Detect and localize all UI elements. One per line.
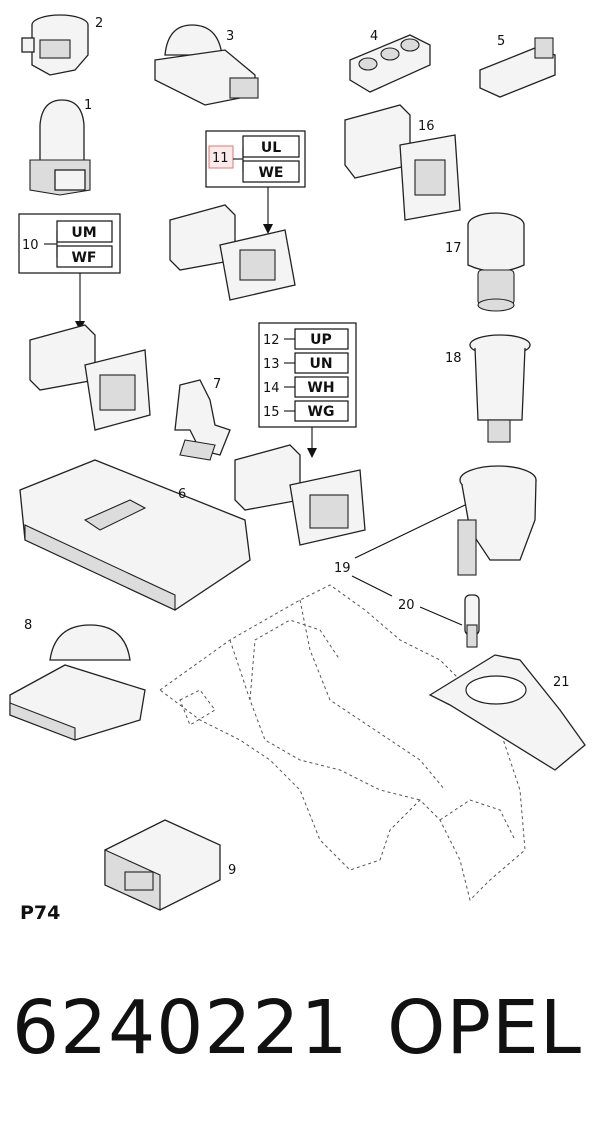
part-1-sensor [29, 99, 91, 196]
callout-20: 20 [398, 598, 415, 613]
variant-box-10 [18, 213, 121, 274]
part-3-dome-sensor [154, 24, 259, 106]
callout-5: 5 [497, 34, 505, 49]
callout-8: 8 [24, 618, 32, 633]
code-wf: WF [71, 250, 96, 266]
callout-1: 1 [84, 98, 92, 113]
callout-9: 9 [228, 863, 236, 878]
page-code: P74 [20, 902, 61, 924]
leader-19b [351, 575, 393, 597]
code-um: UM [71, 225, 96, 241]
leader-20 [419, 606, 463, 626]
callout-11: 11 [212, 151, 229, 166]
part-21-trim-plate [428, 654, 586, 771]
code-wg: WG [308, 404, 335, 420]
variant-box-11 [205, 130, 306, 188]
part-2-clip [21, 14, 89, 76]
part-4-switch-block [349, 34, 431, 93]
brand-name: OPEL [387, 985, 582, 1071]
part-6-control-module [19, 459, 251, 611]
center-console-outline [159, 584, 526, 901]
part-17-lighter-plug [467, 212, 525, 312]
code-we: WE [258, 165, 283, 181]
variant-box-12-15 [258, 322, 357, 428]
callout-12: 12 [263, 333, 280, 348]
callout-7: 7 [213, 377, 221, 392]
callout-16: 16 [418, 119, 435, 134]
part-19-lighter-housing [457, 465, 537, 576]
callout-15: 15 [263, 405, 280, 420]
part-number: 6240221 [12, 985, 349, 1071]
part-18-lighter-socket [469, 334, 531, 443]
code-up: UP [310, 332, 332, 348]
code-un: UN [309, 356, 332, 372]
callout-14: 14 [263, 381, 280, 396]
callout-17: 17 [445, 241, 462, 256]
callout-3: 3 [226, 29, 234, 44]
callout-4: 4 [370, 29, 378, 44]
callout-6: 6 [178, 487, 186, 502]
code-ul: UL [261, 140, 281, 156]
callout-21: 21 [553, 675, 570, 690]
callout-18: 18 [445, 351, 462, 366]
callout-13: 13 [263, 357, 280, 372]
part-16-switch [344, 104, 461, 221]
part-5-connector [479, 37, 556, 98]
switch-under-12-15 [234, 444, 366, 546]
part-7-bracket [174, 379, 231, 461]
part-8-sensor-base [9, 624, 146, 741]
callout-19: 19 [334, 561, 351, 576]
switch-under-10 [29, 324, 151, 431]
switch-under-11 [169, 204, 296, 301]
arrow-11-head [263, 224, 273, 234]
arrow-12-15-head [307, 448, 317, 458]
part-20-bulb [464, 594, 480, 648]
code-wh: WH [307, 380, 334, 396]
parts-diagram: 1 2 3 4 5 11 UL WE [9, 14, 586, 911]
leader-19 [354, 504, 466, 559]
callout-10: 10 [22, 238, 39, 253]
part-9-module-box [104, 819, 221, 911]
callout-2: 2 [95, 16, 103, 31]
